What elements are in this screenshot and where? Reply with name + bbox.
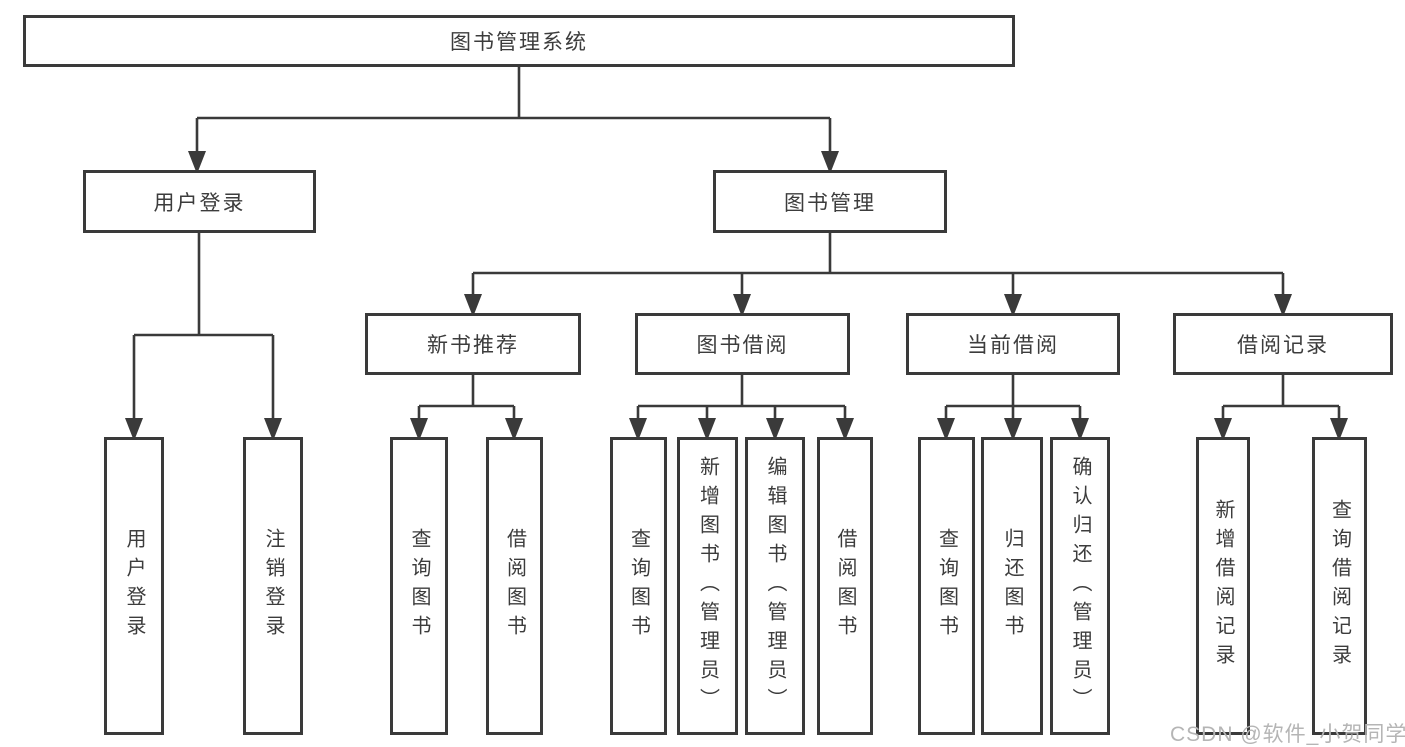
node-current-borrowing: 当前借阅 — [906, 313, 1120, 375]
leaf-query-books-1: 查询图书 — [390, 437, 448, 735]
node-book-management-branch: 图书管理 — [713, 170, 947, 233]
node-borrowing-records: 借阅记录 — [1173, 313, 1393, 375]
leaf-logout: 注销登录 — [243, 437, 303, 735]
connector-lines — [132, 67, 1341, 419]
leaf-query-books-2: 查询图书 — [610, 437, 667, 735]
leaf-return-books: 归还图书 — [981, 437, 1043, 735]
node-new-book-recommend: 新书推荐 — [365, 313, 581, 375]
leaf-add-books-admin: 新增图书（管理员） — [677, 437, 738, 735]
node-book-borrowing: 图书借阅 — [635, 313, 850, 375]
node-root-library-system: 图书管理系统 — [23, 15, 1015, 67]
csdn-watermark: CSDN @软件_小贺同学 — [1170, 723, 1405, 746]
leaf-user-login: 用户登录 — [104, 437, 164, 735]
leaf-borrow-books-1: 借阅图书 — [486, 437, 543, 735]
leaf-add-borrow-record: 新增借阅记录 — [1196, 437, 1250, 735]
leaf-borrow-books-2: 借阅图书 — [817, 437, 873, 735]
leaf-edit-books-admin: 编辑图书（管理员） — [745, 437, 805, 735]
node-user-login-branch: 用户登录 — [83, 170, 316, 233]
leaf-query-books-3: 查询图书 — [918, 437, 975, 735]
leaf-confirm-return-admin: 确认归还（管理员） — [1050, 437, 1110, 735]
arrowheads — [125, 151, 1348, 441]
leaf-query-borrow-record: 查询借阅记录 — [1312, 437, 1367, 735]
